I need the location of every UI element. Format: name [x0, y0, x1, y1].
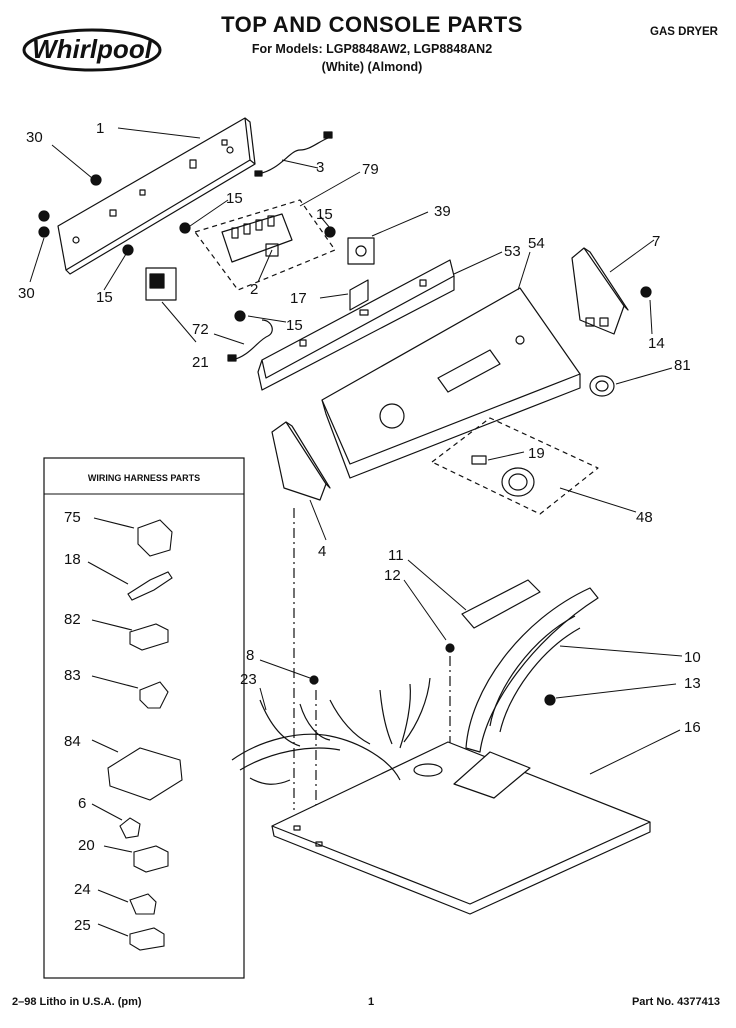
part-number: Part No. 4377413: [631, 996, 720, 1008]
callout-75: 75: [64, 509, 81, 526]
appliance-type: GAS DRYER: [650, 26, 718, 38]
top-panel-16: [271, 741, 651, 915]
callout-15-a: 15: [226, 190, 243, 207]
switch-group-box: [194, 199, 336, 291]
callout-3: 3: [316, 159, 324, 176]
callout-2: 2: [250, 281, 258, 298]
callout-1: 1: [96, 120, 104, 137]
whirlpool-logo: Whirlpool: [22, 28, 162, 72]
callout-15-b: 15: [316, 206, 333, 223]
page-number: 1: [368, 996, 375, 1008]
knob-81: [589, 375, 615, 397]
callout-4: 4: [318, 543, 326, 560]
callout-30-top: 30: [26, 129, 43, 146]
callout-7: 7: [652, 233, 660, 250]
console-channel-53: [257, 259, 455, 391]
callout-6: 6: [78, 795, 86, 812]
callout-8: 8: [246, 647, 254, 664]
callout-16: 16: [684, 719, 701, 736]
page-title: TOP AND CONSOLE PARTS: [221, 12, 523, 37]
callout-15-c: 15: [96, 289, 113, 306]
callout-25: 25: [74, 917, 91, 934]
callout-72: 72: [192, 321, 209, 338]
timer-21: [145, 267, 177, 301]
callout-10: 10: [684, 649, 701, 666]
panel-11: [461, 579, 541, 629]
rear-mounting-plate: [57, 117, 256, 275]
callout-48: 48: [636, 509, 653, 526]
clip-19: [471, 455, 487, 465]
callout-13: 13: [684, 675, 701, 692]
model-numbers: For Models: LGP8848AW2, LGP8848AN2: [251, 42, 493, 56]
wiring-harness-parts-box: WIRING HARNESS PARTS: [43, 457, 245, 979]
callout-11: 11: [388, 547, 404, 564]
callout-79: 79: [362, 161, 379, 178]
callout-19: 19: [528, 445, 545, 462]
model-colors: (White) (Almond): [321, 60, 423, 74]
knob-group-box: [431, 417, 599, 515]
callout-12: 12: [384, 567, 401, 584]
callout-82: 82: [64, 611, 81, 628]
back-guard-10: [465, 587, 599, 753]
wire-harness-23: [231, 677, 431, 785]
end-cap-4: [271, 421, 331, 501]
bracket-17: [349, 279, 369, 311]
harness-lead-72: [231, 319, 273, 361]
screw: [38, 174, 652, 706]
callout-17: 17: [290, 290, 307, 307]
wire-lead-3: [257, 137, 329, 175]
callout-30-bottom: 30: [18, 285, 35, 302]
harness-box-title: WIRING HARNESS PARTS: [88, 473, 200, 483]
callout-24: 24: [74, 881, 91, 898]
console-panel-54: [321, 287, 581, 479]
callout-numbers: 30 1 3 79 15 39 15 30 15 2 17 53 54 7 72…: [18, 120, 701, 934]
svg-text:Whirlpool: Whirlpool: [32, 34, 153, 64]
callout-83: 83: [64, 667, 81, 684]
callout-54: 54: [528, 235, 545, 252]
callout-23: 23: [240, 671, 257, 688]
callout-81: 81: [674, 357, 691, 374]
callout-18: 18: [64, 551, 81, 568]
switch-39: [347, 237, 375, 265]
callout-14: 14: [648, 335, 665, 352]
push-button-switch: [221, 213, 293, 263]
callout-15-d: 15: [286, 317, 303, 334]
callout-39: 39: [434, 203, 451, 220]
callout-84: 84: [64, 733, 81, 750]
knob-48: [501, 467, 535, 497]
callout-53: 53: [504, 243, 521, 260]
callout-20: 20: [78, 837, 95, 854]
end-cap-7: [571, 247, 629, 335]
callout-21: 21: [192, 354, 209, 371]
litho-note: 2–98 Litho in U.S.A. (pm): [12, 996, 142, 1008]
